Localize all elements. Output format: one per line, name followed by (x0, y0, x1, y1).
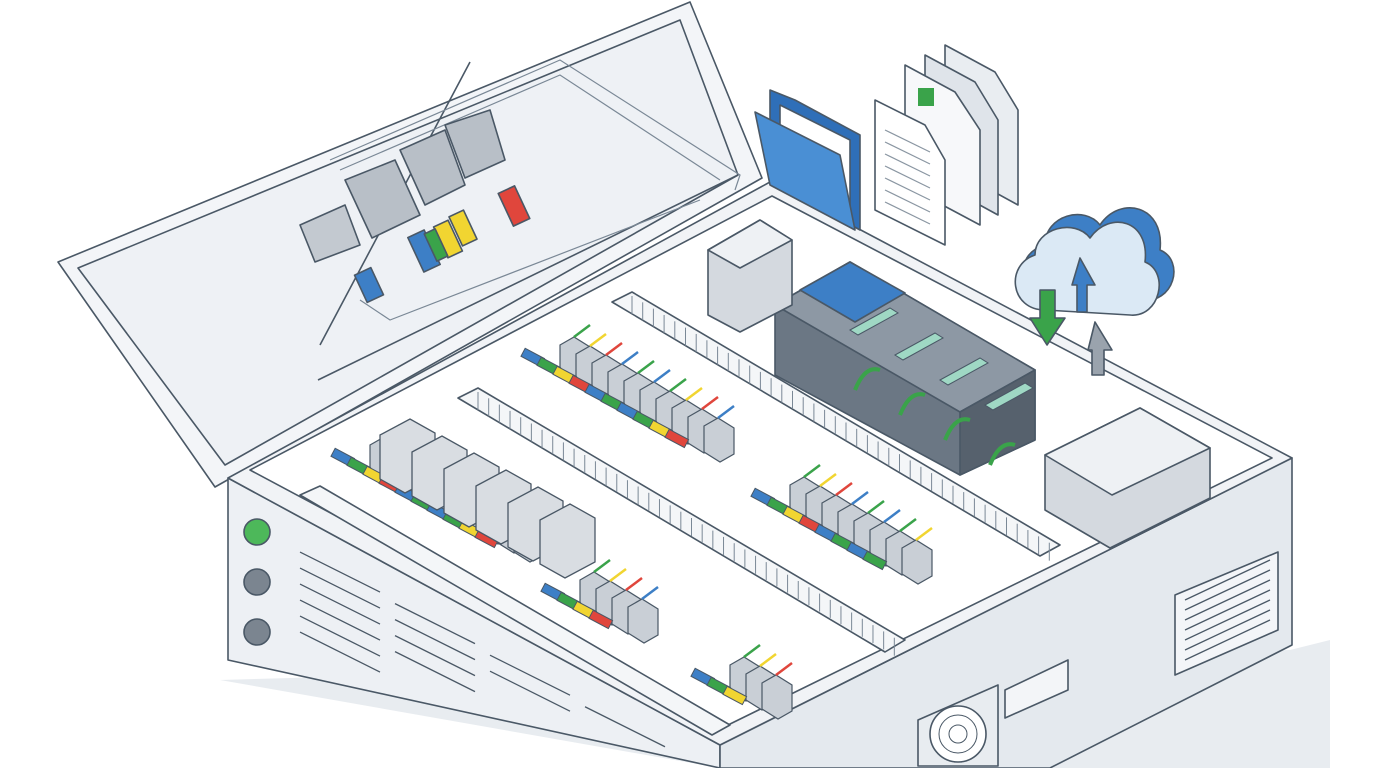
wire (851, 491, 869, 505)
vent-slot (1184, 589, 1271, 631)
plc-cable (988, 442, 1016, 466)
terminal-block (761, 674, 793, 720)
vent-slot (394, 635, 476, 677)
vent-slot (1184, 569, 1271, 611)
wire (593, 559, 611, 573)
wire (589, 333, 607, 347)
document-text-line (884, 165, 931, 189)
cloud-icon (1014, 207, 1175, 316)
wire (883, 509, 901, 523)
vent-slot (394, 603, 476, 645)
vent-slot (1184, 619, 1271, 661)
wire (867, 500, 885, 514)
wire (835, 482, 853, 496)
relay-module (539, 503, 596, 579)
vent-slot (394, 619, 476, 661)
document-text-line (884, 141, 931, 165)
wire (669, 378, 687, 392)
wire (915, 527, 933, 541)
indicator-button-icon[interactable] (243, 518, 271, 546)
vent-slot (299, 567, 381, 609)
vent-slot (394, 651, 476, 693)
wire (899, 518, 917, 532)
plc-cable (853, 367, 881, 391)
wire (775, 662, 793, 676)
indicator-button-icon[interactable] (243, 568, 271, 596)
terminal-block (703, 417, 735, 463)
open-lid (57, 1, 763, 488)
plc-io-card (849, 307, 899, 336)
contactor-module (1044, 407, 1211, 549)
wire (717, 405, 735, 419)
document-text-line (884, 177, 931, 201)
vent-slot (1184, 579, 1271, 621)
din-rails (299, 291, 1061, 736)
wire (685, 387, 703, 401)
plc-io-card (984, 382, 1034, 411)
upload-arrow-icon (1071, 257, 1113, 376)
vent-slot (489, 670, 571, 712)
power-supply-module (707, 219, 793, 333)
document-icon (874, 44, 1019, 246)
wire-label (588, 609, 614, 630)
plc-cable (943, 417, 971, 441)
plc-io-card (939, 357, 989, 386)
terminal-block (627, 598, 659, 644)
terminal-block (901, 539, 933, 585)
document-text-line (884, 153, 931, 177)
wire (653, 369, 671, 383)
vent-slot (299, 551, 381, 593)
vent-slot (299, 631, 381, 673)
document-text-line (884, 129, 931, 153)
vent-slot (1184, 609, 1271, 651)
vent-slot (299, 615, 381, 657)
document-text-line (884, 201, 931, 225)
lid-wiring-diagram (299, 59, 741, 321)
vent-slot (1184, 599, 1271, 641)
terminal-blocks (330, 324, 933, 720)
download-arrow-icon (1029, 289, 1066, 346)
document-text-line (884, 189, 931, 213)
wire (819, 473, 837, 487)
wire (621, 351, 639, 365)
indicator-button-icon[interactable] (243, 618, 271, 646)
wire-label (862, 550, 888, 571)
plc-rack (774, 261, 1036, 476)
vent-slot (584, 706, 666, 748)
wire (605, 342, 623, 356)
wire (625, 577, 643, 591)
fan-icon (917, 684, 999, 767)
wire (637, 360, 655, 374)
folder-icon (754, 89, 861, 231)
wire (701, 396, 719, 410)
wire-label (664, 428, 690, 449)
right-vent-grille (1174, 551, 1279, 676)
wire (641, 586, 659, 600)
vent-slot (1184, 559, 1271, 601)
wire-label (722, 685, 748, 706)
plc-cable (898, 392, 926, 416)
vent-slot (299, 583, 381, 625)
wire (609, 568, 627, 582)
wire (573, 324, 591, 338)
left-vent-grille (299, 551, 666, 748)
wire (803, 464, 821, 478)
panel-label-plate (1004, 659, 1069, 719)
vent-slot (489, 654, 571, 696)
vent-slot (299, 599, 381, 641)
plc-io-card (894, 332, 944, 361)
wire (743, 644, 761, 658)
wire (759, 653, 777, 667)
